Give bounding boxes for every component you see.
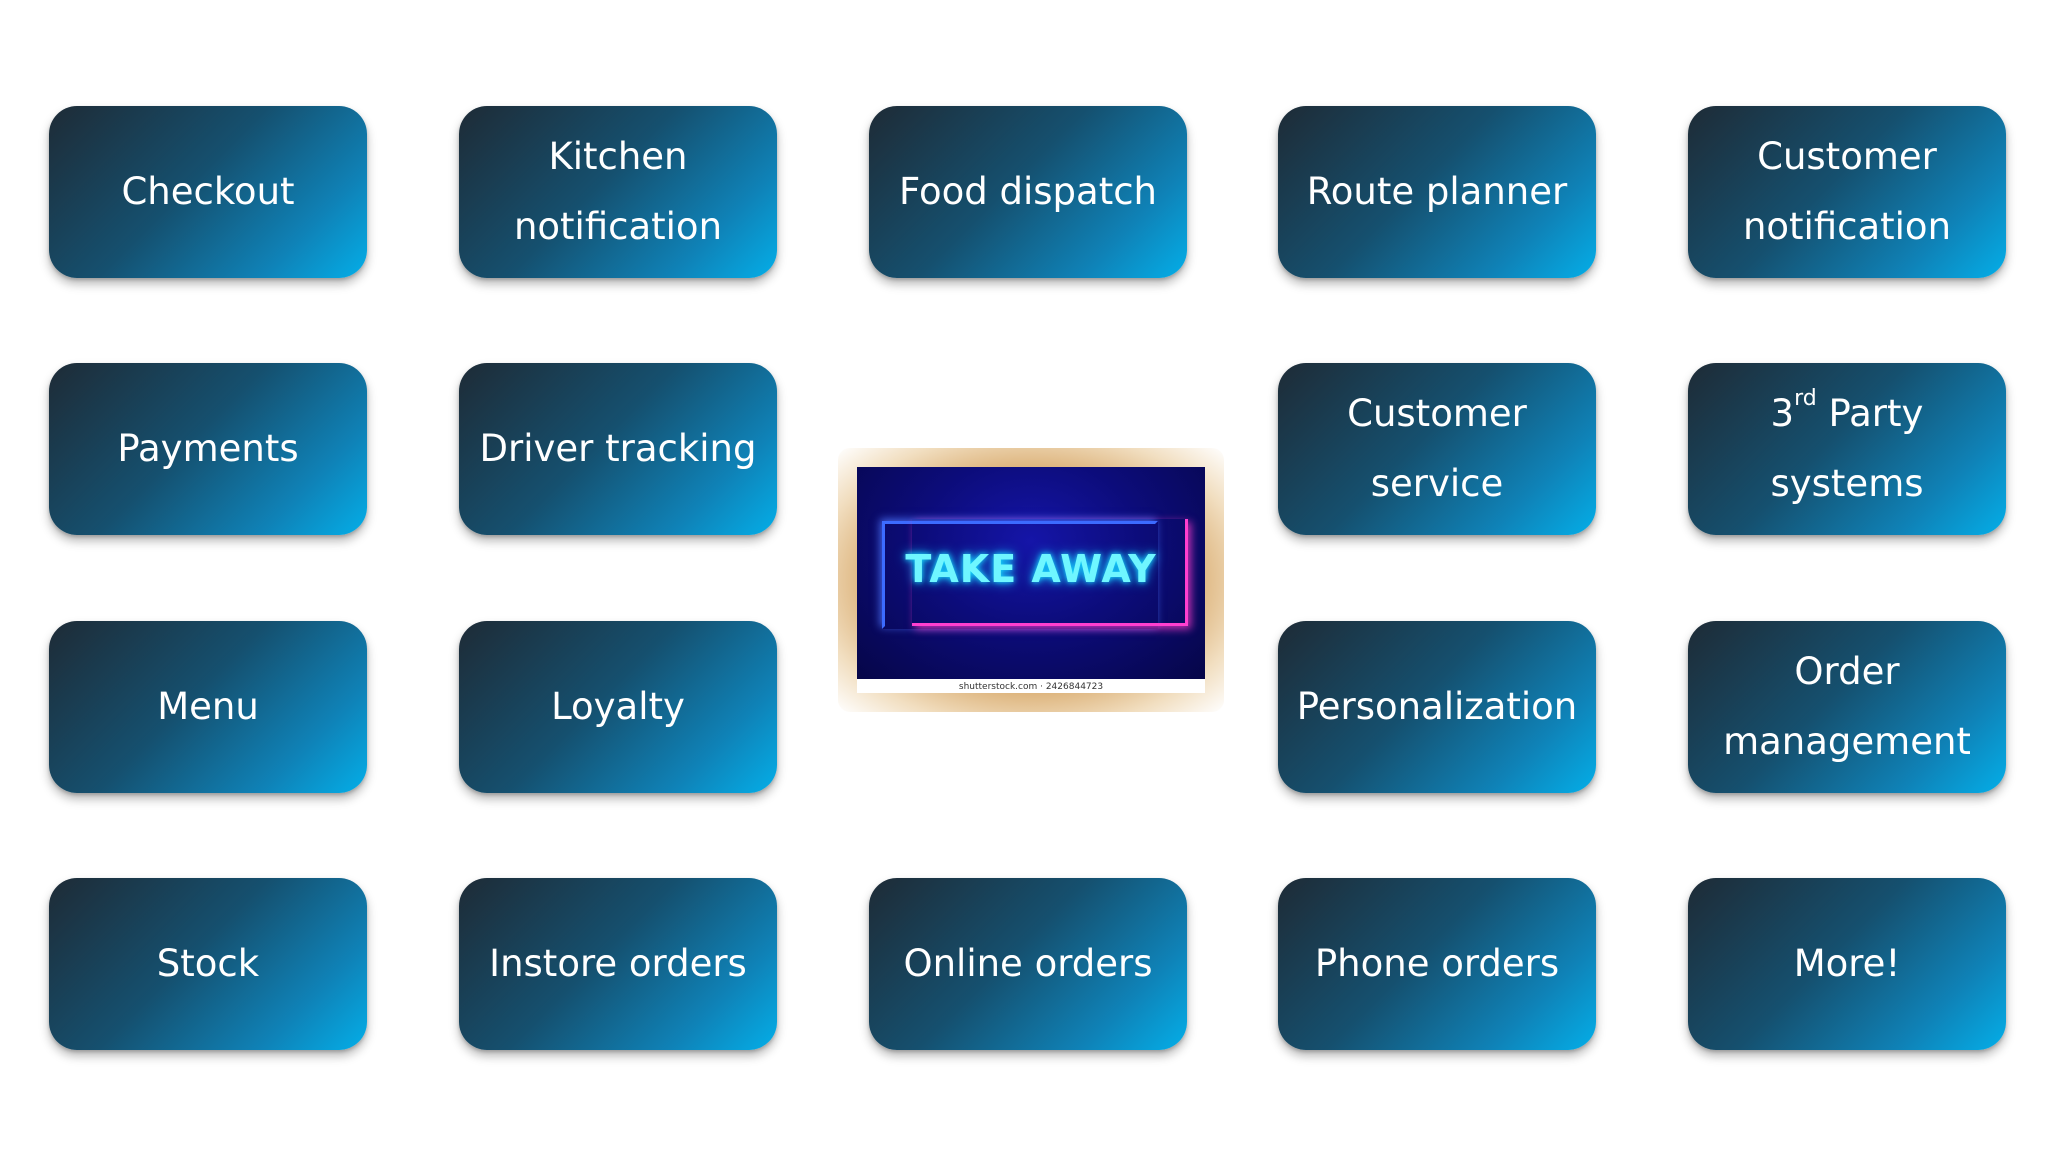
tile-label: Personalization xyxy=(1296,685,1578,728)
tile-label: Route planner xyxy=(1306,170,1568,213)
neon-frame-pink xyxy=(912,519,1188,626)
tile-label-line2: notification xyxy=(513,205,723,248)
tile-label: Online orders xyxy=(903,942,1153,985)
neon-background: TAKE AWAY xyxy=(857,467,1205,679)
tile-label: 3rd Party systems xyxy=(1770,379,1923,519)
tile-online-orders[interactable]: Online orders xyxy=(869,878,1187,1050)
tile-customer-service[interactable]: Customer service xyxy=(1278,363,1596,535)
tile-payments[interactable]: Payments xyxy=(49,363,367,535)
tile-third-party-systems[interactable]: 3rd Party systems xyxy=(1688,363,2006,535)
ordinal-number: 3 xyxy=(1770,392,1795,435)
neon-frame-blue xyxy=(882,521,1158,629)
tile-label: Loyalty xyxy=(551,685,685,728)
tile-label: Customer notification xyxy=(1743,122,1951,262)
tile-label-line2: systems xyxy=(1770,462,1924,505)
tile-stock[interactable]: Stock xyxy=(49,878,367,1050)
tile-label-line1: Customer xyxy=(1347,392,1527,435)
takeaway-neon-sign-image: TAKE AWAY shutterstock.com · 2426844723 xyxy=(857,467,1205,693)
tile-loyalty[interactable]: Loyalty xyxy=(459,621,777,793)
tile-label-line1: 3rd Party xyxy=(1770,379,1924,449)
tile-checkout[interactable]: Checkout xyxy=(49,106,367,278)
tile-instore-orders[interactable]: Instore orders xyxy=(459,878,777,1050)
tile-label-line1: Kitchen xyxy=(548,135,688,178)
tile-label-line2: management xyxy=(1723,720,1971,763)
tile-label-line2: notification xyxy=(1742,205,1952,248)
tile-label: Customer service xyxy=(1347,379,1527,519)
tile-personalization[interactable]: Personalization xyxy=(1278,621,1596,793)
tile-route-planner[interactable]: Route planner xyxy=(1278,106,1596,278)
tile-driver-tracking[interactable]: Driver tracking xyxy=(459,363,777,535)
tile-label: Food dispatch xyxy=(899,170,1157,213)
tile-label-line2: service xyxy=(1370,462,1504,505)
tile-label: Payments xyxy=(117,427,299,470)
tile-label: Checkout xyxy=(121,170,295,213)
tile-label-line1: Customer xyxy=(1757,135,1937,178)
tile-label: Kitchen notification xyxy=(514,122,722,262)
tile-label: Driver tracking xyxy=(479,427,757,470)
tile-label: More! xyxy=(1793,942,1901,985)
tile-label-line1: Order xyxy=(1794,650,1900,693)
tile-label: Instore orders xyxy=(489,942,747,985)
tile-label: Phone orders xyxy=(1314,942,1560,985)
tile-order-management[interactable]: Order management xyxy=(1688,621,2006,793)
tile-menu[interactable]: Menu xyxy=(49,621,367,793)
tile-label: Stock xyxy=(156,942,260,985)
takeaway-image-frame: TAKE AWAY shutterstock.com · 2426844723 xyxy=(838,448,1224,712)
tile-kitchen-notification[interactable]: Kitchen notification xyxy=(459,106,777,278)
tile-more[interactable]: More! xyxy=(1688,878,2006,1050)
tile-phone-orders[interactable]: Phone orders xyxy=(1278,878,1596,1050)
tile-customer-notification[interactable]: Customer notification xyxy=(1688,106,2006,278)
tile-label: Menu xyxy=(157,685,259,728)
tile-food-dispatch[interactable]: Food dispatch xyxy=(869,106,1187,278)
image-watermark: shutterstock.com · 2426844723 xyxy=(958,682,1104,692)
neon-sign-text: TAKE AWAY xyxy=(905,547,1157,591)
tile-label-rest: Party xyxy=(1816,392,1924,435)
ordinal-suffix: rd xyxy=(1794,386,1817,411)
tile-label: Order management xyxy=(1723,637,1971,777)
